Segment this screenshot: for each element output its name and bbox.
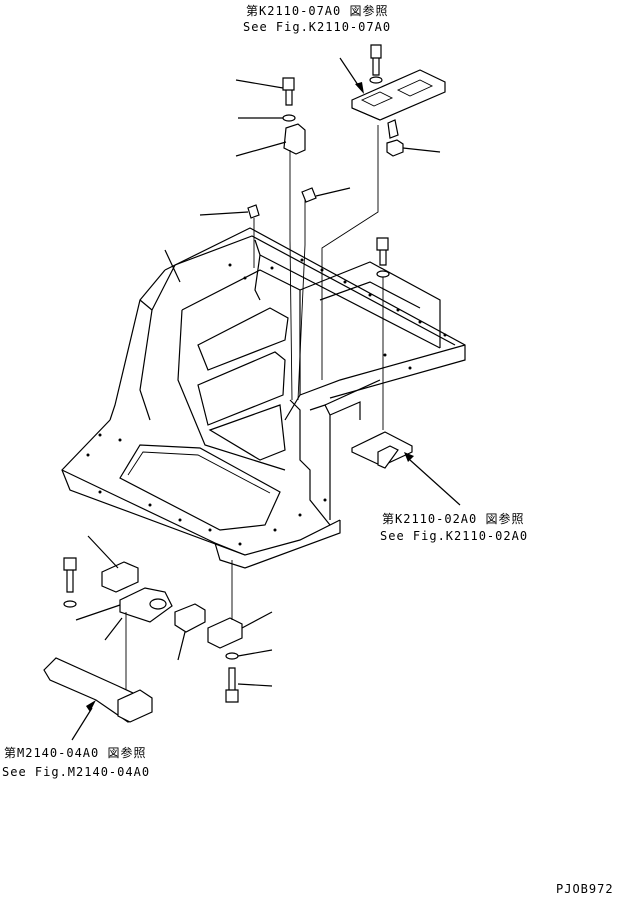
- floor-mat: [43, 657, 153, 741]
- ref-right-en: See Fig.K2110-02A0: [380, 529, 529, 543]
- top-bracket-plate: [339, 44, 446, 157]
- right-bracket: [351, 431, 461, 506]
- ref-left-jp: 第M2140-04A0 図参照: [4, 746, 147, 760]
- upper-left-parts: [164, 77, 379, 401]
- right-bolt: [376, 237, 390, 430]
- ref-top-jp: 第K2110-07A0 図参照: [246, 4, 389, 18]
- lower-left-parts: [63, 535, 273, 703]
- drawing-code: PJOB972: [556, 882, 614, 896]
- mounting-holes: [86, 258, 447, 546]
- floor-frame: [61, 227, 466, 569]
- ref-top-en: See Fig.K2110-07A0: [243, 20, 392, 34]
- ref-right-jp: 第K2110-02A0 図参照: [382, 512, 525, 526]
- ref-left-en: See Fig.M2140-04A0: [2, 765, 151, 779]
